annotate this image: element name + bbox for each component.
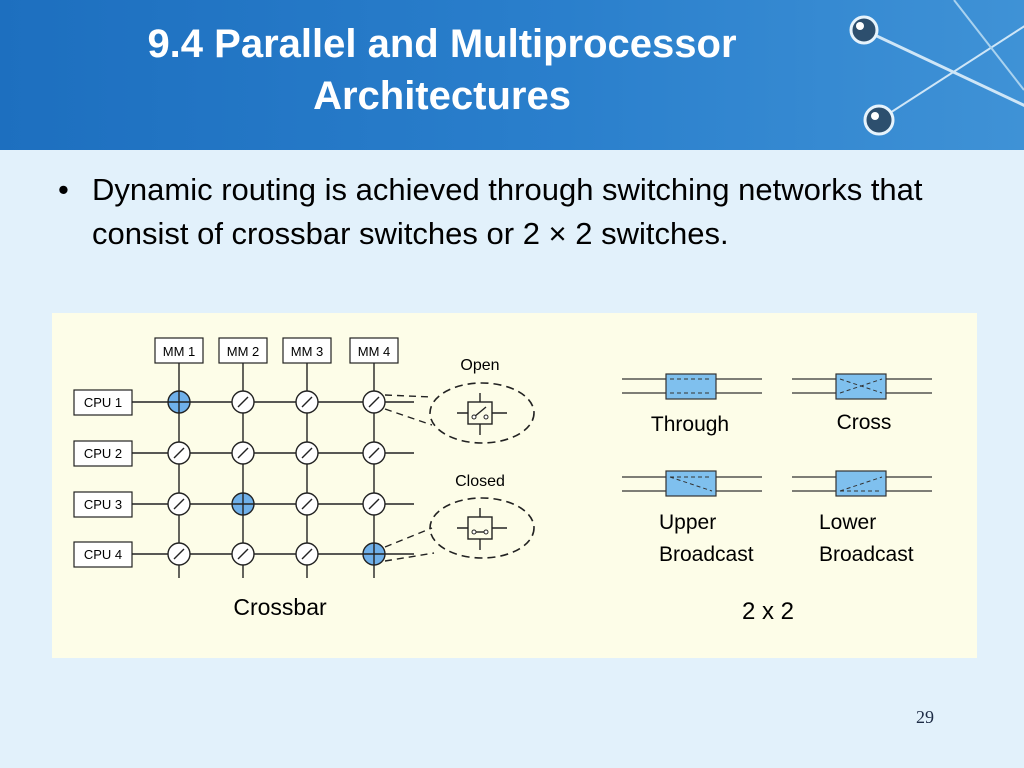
mm-3-label: MM 3 <box>291 344 324 359</box>
closed-switch-nodes <box>167 390 386 566</box>
cpu-2-label: CPU 2 <box>84 446 122 461</box>
cross-label: Cross <box>837 411 892 434</box>
open-switch-nodes <box>167 390 386 566</box>
mm-2-label: MM 2 <box>227 344 260 359</box>
lower-broadcast-label-2: Broadcast <box>819 543 914 566</box>
open-label: Open <box>460 357 499 374</box>
switching-network-diagram: MM 1 MM 2 MM 3 MM 4 CPU 1 CPU 2 CPU 3 CP… <box>73 337 932 625</box>
lower-broadcast-switch: Lower Broadcast <box>792 470 932 566</box>
cross-switch: Cross <box>792 373 932 434</box>
title-line-1: 9.4 Parallel and Multiprocessor <box>147 22 737 66</box>
through-switch: Through <box>622 373 762 436</box>
upper-broadcast-label-1: Upper <box>659 511 716 534</box>
cpu-column: CPU 1 CPU 2 CPU 3 CPU 4 <box>73 389 133 568</box>
bullet-list: Dynamic routing is achieved through swit… <box>58 168 958 256</box>
slide-header: 9.4 Parallel and Multiprocessor Architec… <box>0 0 1024 150</box>
lower-broadcast-label-1: Lower <box>819 511 876 534</box>
closed-label: Closed <box>455 473 505 490</box>
upper-broadcast-label-2: Broadcast <box>659 543 754 566</box>
mm-1-label: MM 1 <box>163 344 196 359</box>
closed-switch-callout: Closed <box>384 473 535 562</box>
page-number: 29 <box>916 707 934 727</box>
network-node-decoration <box>849 0 1024 136</box>
figure-panel: MM 1 MM 2 MM 3 MM 4 CPU 1 CPU 2 CPU 3 CP… <box>52 313 977 658</box>
cpu-3-label: CPU 3 <box>84 497 122 512</box>
title-line-2: Architectures <box>313 74 571 118</box>
mm-4-label: MM 4 <box>358 344 391 359</box>
open-switch-callout: Open <box>384 357 535 444</box>
through-label: Through <box>651 413 729 436</box>
upper-broadcast-switch: Upper Broadcast <box>622 470 762 566</box>
cpu-1-label: CPU 1 <box>84 395 122 410</box>
slide-title: 9.4 Parallel and Multiprocessor Architec… <box>0 18 884 122</box>
switch-2x2-caption: 2 x 2 <box>742 598 794 625</box>
cpu-4-label: CPU 4 <box>84 547 122 562</box>
memory-module-row: MM 1 MM 2 MM 3 MM 4 <box>154 337 399 364</box>
bullet-text: Dynamic routing is achieved through swit… <box>58 168 958 256</box>
crossbar-caption: Crossbar <box>233 594 327 620</box>
